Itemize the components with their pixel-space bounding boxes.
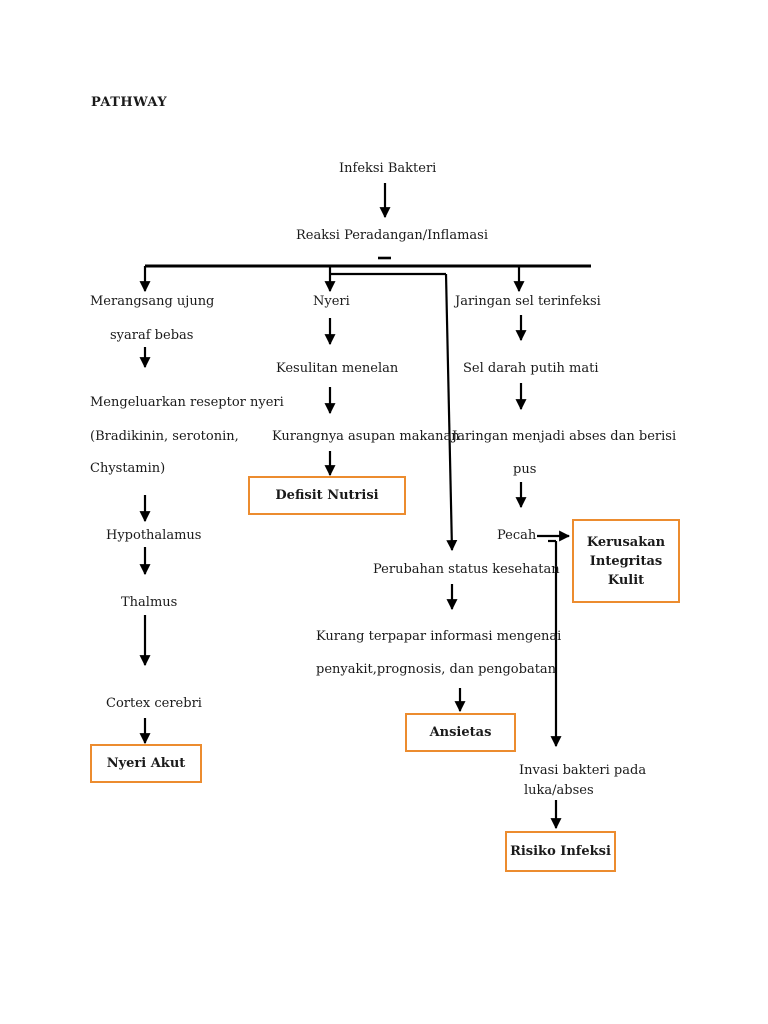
node-mengeluarkan-line2: (Bradikinin, serotonin, xyxy=(90,429,239,444)
node-reaksi-peradangan: Reaksi Peradangan/Inflamasi xyxy=(296,228,488,243)
node-invasi-line2: luka/abses xyxy=(524,783,594,798)
node-pecah: Pecah xyxy=(497,528,537,543)
diagnosis-defisit-nutrisi-label: Defisit Nutrisi xyxy=(275,488,379,503)
node-invasi-line1: Invasi bakteri pada xyxy=(519,763,647,778)
node-jaringan-abses-line1: Jaringan menjadi abses dan berisi xyxy=(452,429,677,444)
node-kurangnya-asupan: Kurangnya asupan makanan xyxy=(272,429,460,444)
page-title: PATHWAY xyxy=(91,95,168,110)
node-mengeluarkan-line1: Mengeluarkan reseptor nyeri xyxy=(90,395,284,410)
diagnosis-kerusakan-line2: Integritas xyxy=(589,553,663,569)
diagnosis-kerusakan-line3: Kulit xyxy=(607,572,645,588)
node-jaringan-sel: Jaringan sel terinfeksi xyxy=(455,294,601,309)
node-merangsang-line1: Merangsang ujung xyxy=(90,294,215,309)
node-nyeri: Nyeri xyxy=(313,294,350,309)
diagnosis-kerusakan-integritas-kulit: Kerusakan Integritas Kulit xyxy=(572,519,680,603)
node-thalmus: Thalmus xyxy=(121,595,178,610)
node-kesulitan-menelan: Kesulitan menelan xyxy=(276,361,399,376)
node-merangsang-line2: syaraf bebas xyxy=(110,328,194,343)
diagnosis-ansietas-label: Ansietas xyxy=(429,725,492,740)
diagnosis-risiko-infeksi: Risiko Infeksi xyxy=(505,831,616,872)
node-sel-darah: Sel darah putih mati xyxy=(463,361,599,376)
diagnosis-nyeri-akut-label: Nyeri Akut xyxy=(106,756,186,771)
node-perubahan-status: Perubahan status kesehatan xyxy=(373,562,560,577)
node-hypothalamus: Hypothalamus xyxy=(106,528,202,543)
node-infeksi-bakteri: Infeksi Bakteri xyxy=(339,161,437,176)
diagnosis-ansietas: Ansietas xyxy=(405,713,516,752)
diagnosis-risiko-infeksi-label: Risiko Infeksi xyxy=(510,844,611,859)
node-kurang-terpapar-line2: penyakit,prognosis, dan pengobatan xyxy=(316,662,557,677)
diagnosis-nyeri-akut: Nyeri Akut xyxy=(90,744,202,783)
diagnosis-kerusakan-line1: Kerusakan xyxy=(586,534,666,550)
diagnosis-defisit-nutrisi: Defisit Nutrisi xyxy=(248,476,406,515)
node-mengeluarkan-line3: Chystamin) xyxy=(90,461,166,476)
node-cortex-cerebri: Cortex cerebri xyxy=(106,696,202,711)
arrow-to-perubahan xyxy=(444,273,458,552)
node-kurang-terpapar-line1: Kurang terpapar informasi mengenai xyxy=(316,629,562,644)
node-jaringan-abses-line2: pus xyxy=(513,462,537,477)
